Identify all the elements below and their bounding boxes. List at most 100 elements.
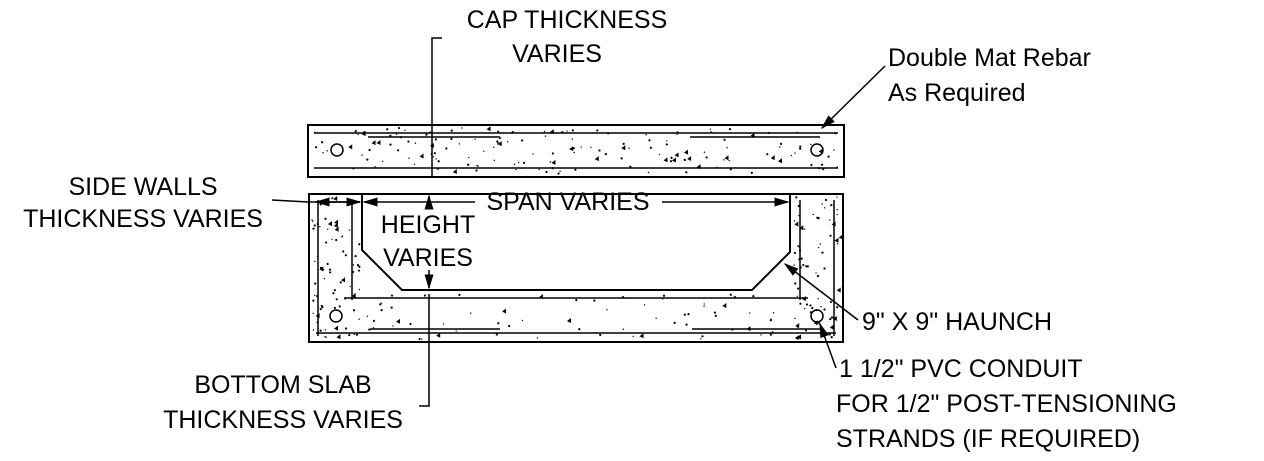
aggregate-dot: [752, 295, 755, 298]
aggregate-dot: [796, 131, 798, 134]
aggregate-dot: [632, 335, 634, 338]
aggregate-dot: [366, 315, 369, 317]
bottom-slab-leader: [419, 294, 430, 407]
aggregate-dot: [435, 158, 437, 160]
aggregate-dot: [326, 150, 328, 152]
aggregate-dot: [483, 150, 485, 152]
aggregate-dot: [836, 166, 838, 168]
aggregate-dot: [551, 152, 554, 155]
aggregate-mark: [334, 219, 339, 225]
aggregate-dot: [598, 149, 601, 152]
aggregate-dot: [796, 325, 799, 328]
cap-thickness-leader: [431, 37, 442, 178]
aggregate-dot: [458, 143, 461, 145]
conduit-leader: [819, 322, 837, 369]
aggregate-dot: [314, 260, 316, 263]
aggregate-dot: [703, 303, 705, 305]
aggregate-dot: [779, 146, 781, 148]
aggregate-dot: [544, 135, 547, 137]
aggregate-dot: [643, 304, 646, 306]
aggregate-dot: [324, 335, 326, 338]
aggregate-dot: [800, 257, 803, 260]
aggregate-dot: [322, 152, 324, 154]
aggregate-dot: [380, 309, 383, 312]
aggregate-dot: [312, 312, 314, 314]
aggregate-mark: [566, 318, 571, 324]
aggregate-mark: [333, 222, 338, 228]
aggregate-dot: [836, 209, 838, 211]
aggregate-dot: [815, 272, 817, 274]
aggregate-dot: [372, 319, 376, 322]
aggregate-mark: [341, 277, 346, 283]
aggregate-dot: [799, 266, 802, 269]
aggregate-mark: [376, 139, 381, 145]
aggregate-dot: [351, 270, 355, 274]
aggregate-dot: [573, 151, 575, 154]
aggregate-dot: [599, 333, 602, 336]
aggregate-dot: [312, 299, 315, 302]
aggregate-dot: [331, 197, 334, 199]
aggregate-dot: [606, 132, 610, 135]
aggregate-dot: [578, 327, 581, 331]
aggregate-dot: [386, 128, 389, 131]
aggregate-dot: [325, 336, 327, 339]
aggregate-mark: [569, 146, 574, 152]
aggregate-dot: [676, 131, 679, 134]
aggregate-dot: [397, 149, 400, 152]
aggregate-mark: [452, 168, 457, 174]
aggregate-dot: [353, 333, 355, 336]
aggregate-dot: [574, 168, 577, 171]
aggregate-dot: [425, 133, 428, 136]
aggregate-dot: [836, 243, 839, 245]
aggregate-dot: [423, 294, 427, 297]
aggregate-dot: [325, 241, 328, 244]
aggregate-dot: [354, 254, 357, 258]
aggregate-dot: [511, 131, 514, 134]
conduit-label-2: FOR 1/2" POST-TENSIONING: [836, 390, 1177, 418]
aggregate-dot: [658, 153, 661, 156]
aggregate-dot: [685, 323, 688, 326]
aggregate-dot: [733, 296, 736, 299]
aggregate-mark: [671, 157, 676, 163]
aggregate-dot: [728, 159, 730, 162]
aggregate-dot: [352, 167, 355, 170]
aggregate-dot: [726, 147, 728, 149]
aggregate-dot: [324, 217, 327, 220]
aggregate-dot: [683, 313, 686, 316]
aggregate-dot: [820, 305, 822, 308]
aggregate-dot: [621, 296, 625, 299]
haunch-label: 9" X 9" HAUNCH: [862, 308, 1052, 336]
aggregate-mark: [436, 332, 441, 338]
aggregate-dot: [606, 309, 608, 311]
aggregate-dot: [830, 316, 834, 319]
aggregate-dot: [312, 220, 314, 222]
aggregate-dot: [665, 143, 668, 146]
aggregate-mark: [838, 234, 843, 240]
aggregate-dot: [832, 317, 835, 320]
aggregate-dot: [521, 139, 524, 142]
aggregate-dot: [380, 302, 383, 304]
aggregate-dot: [670, 156, 673, 159]
box-conduit-left: [329, 309, 343, 323]
aggregate-dot: [771, 331, 774, 333]
aggregate-dot: [662, 294, 666, 297]
aggregate-dot: [571, 138, 574, 140]
aggregate-dot: [811, 307, 814, 310]
aggregate-dot: [314, 146, 318, 149]
aggregate-dot: [760, 334, 762, 336]
aggregate-dot: [683, 158, 686, 161]
aggregate-dot: [358, 318, 360, 320]
aggregate-dot: [500, 137, 502, 139]
aggregate-dot: [798, 249, 802, 252]
aggregate-dot: [338, 305, 341, 308]
aggregate-dot: [622, 328, 624, 330]
aggregate-dot: [353, 309, 356, 312]
aggregate-dot: [649, 146, 652, 149]
aggregate-dot: [728, 128, 732, 131]
aggregate-dot: [723, 159, 725, 161]
aggregate-mark: [497, 141, 502, 147]
aggregate-dot: [352, 264, 355, 266]
aggregate-dot: [797, 204, 800, 208]
aggregate-dot: [729, 293, 732, 296]
